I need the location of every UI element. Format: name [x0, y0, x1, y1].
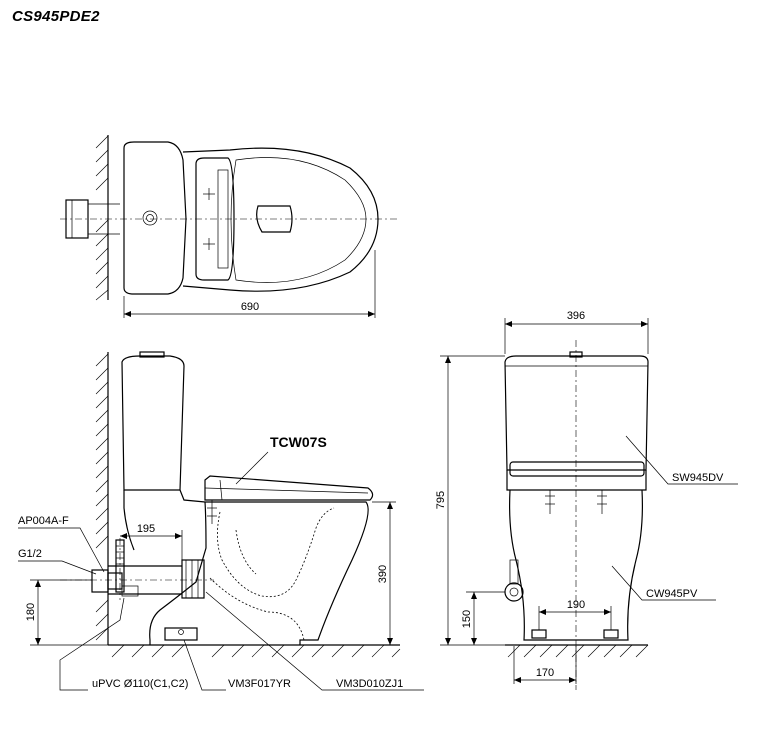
label-bowl: CW945PV	[646, 588, 698, 600]
dim-base-width: 170	[536, 667, 554, 679]
wall-hatch-top	[95, 135, 109, 301]
dim-wall-to-outlet: 195	[137, 523, 155, 535]
label-fitting-2: VM3D010ZJ1	[336, 678, 403, 690]
wall-hatch-side	[95, 353, 109, 641]
dim-top-length: 690	[241, 301, 259, 313]
dim-bolt-spacing: 190	[567, 599, 585, 611]
label-fitting-1: VM3F017YR	[228, 678, 291, 690]
dim-front-inlet-height: 150	[461, 610, 473, 628]
label-angle-valve: AP004A-F	[18, 515, 69, 527]
side-view: 195 390 180 TCW07S AP004A-F G1/2 uPVC Ø1…	[18, 351, 424, 691]
dim-side-height: 390	[377, 565, 389, 583]
label-tank: SW945DV	[672, 472, 724, 484]
dim-inlet-height: 180	[25, 603, 37, 621]
dim-height: 795	[435, 491, 447, 509]
floor-hatch-front	[507, 644, 649, 658]
top-view: 690	[60, 135, 398, 318]
label-pipe: uPVC Ø110(C1,C2)	[92, 678, 188, 690]
front-view: 396 795 150 190 170 SW945DV CW945PV	[435, 310, 738, 690]
dim-width: 396	[567, 310, 585, 322]
label-thread: G1/2	[18, 548, 42, 560]
floor-hatch-side	[111, 644, 401, 658]
model-title: CS945PDE2	[12, 8, 100, 25]
label-seat: TCW07S	[270, 434, 327, 450]
